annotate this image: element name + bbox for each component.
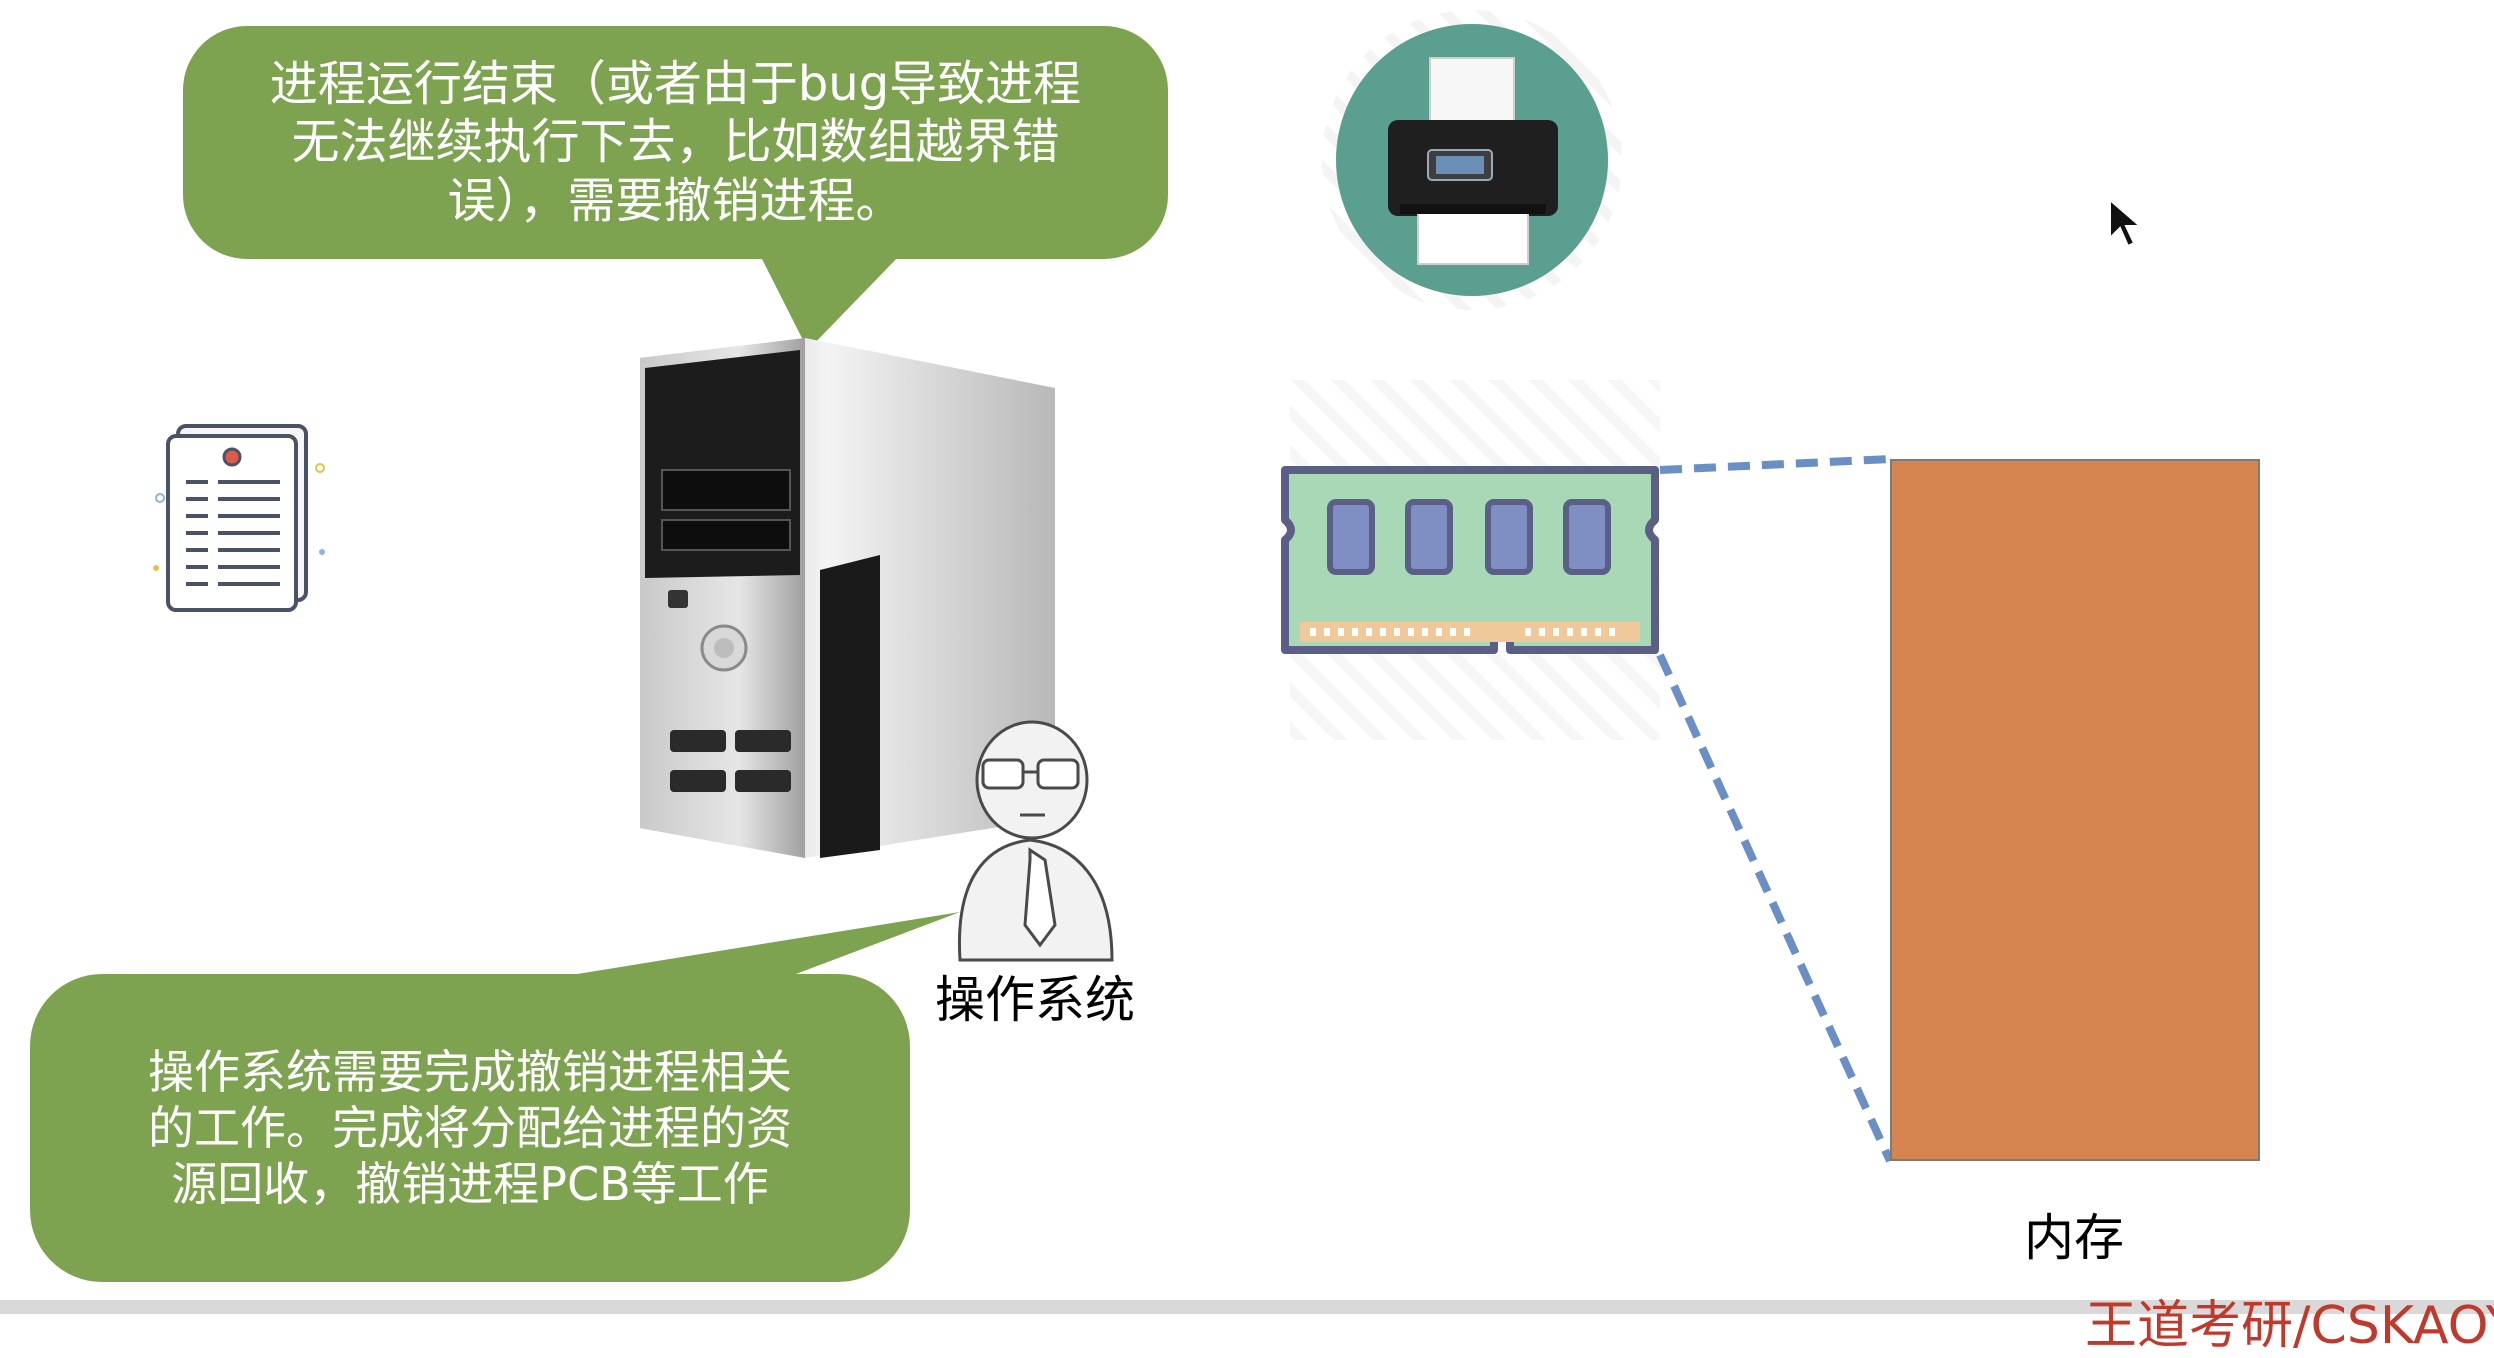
diagram-canvas [153,10,2143,1163]
os-person-icon [957,720,1114,962]
watermark: 王道考研/CSKAOYAN [2085,1296,2494,1356]
os-task-text: 操作系统需要完成撤销进程相关 的工作。完成将分配给进程的资 源回收，撤销进程PC… [148,1044,792,1212]
memory-block [1890,459,2260,1161]
computer-tower-icon [640,338,1055,858]
dashed-connector-bottom [1656,653,1894,1163]
document-icon [153,424,325,612]
printer-icon [1322,10,1622,310]
memory-label: 内存 [2024,1209,2124,1267]
process-end-bubble: 进程运行结束（或者由于bug导致进程 无法继续执行下去，比如数组越界错 误），需… [183,26,1168,259]
os-label: 操作系统 [935,971,1135,1029]
top-bubble-tail [760,255,900,350]
bottom-bubble-tail [540,912,960,980]
ram-stick-icon [1281,380,1660,740]
process-end-text: 进程运行结束（或者由于bug导致进程 无法继续执行下去，比如数组越界错 误），需… [269,55,1082,229]
os-task-bubble: 操作系统需要完成撤销进程相关 的工作。完成将分配给进程的资 源回收，撤销进程PC… [30,974,910,1282]
dashed-connector-top [1659,455,1891,474]
mouse-cursor-icon [2109,197,2143,248]
bottom-bar [0,1300,2494,1314]
